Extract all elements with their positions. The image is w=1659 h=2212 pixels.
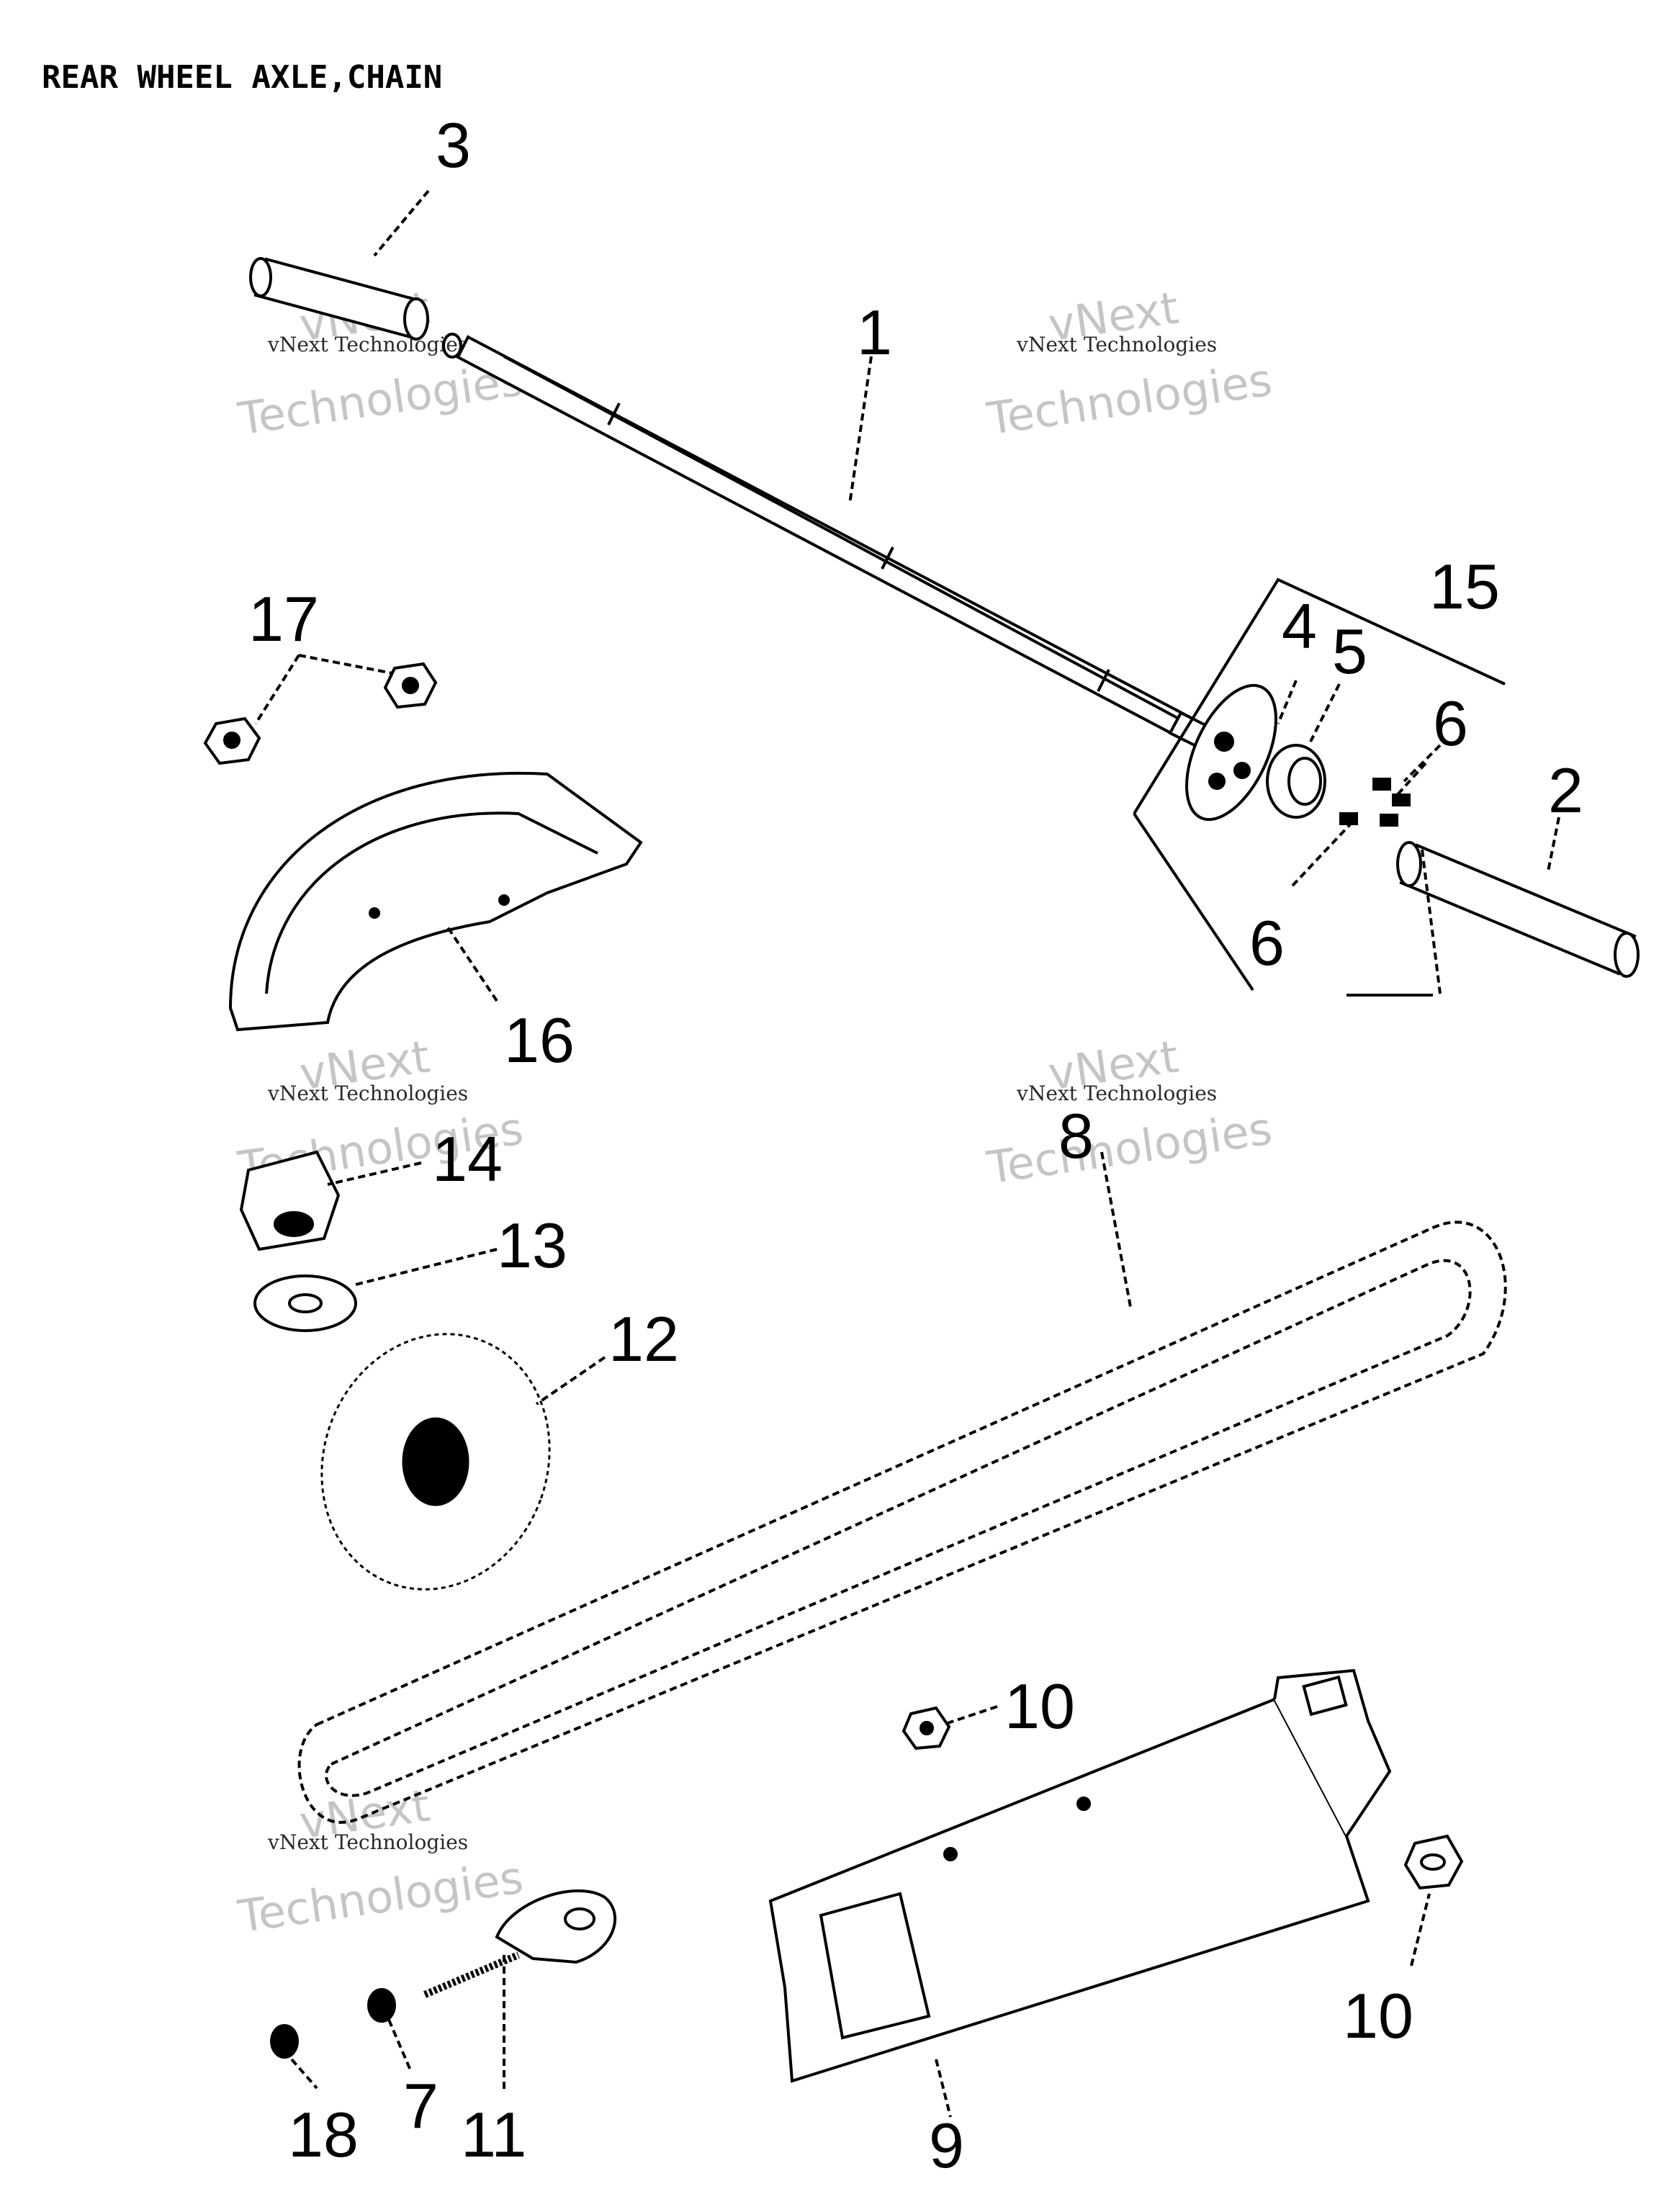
chain-adjuster: [270, 1889, 617, 2059]
rear-axle-shaft: [442, 333, 1212, 750]
svg-text:vNext Technologies: vNext Technologies: [1016, 1082, 1217, 1105]
hub-assembly: [1133, 577, 1506, 997]
axle-extension: [1396, 841, 1640, 978]
callout-2: 2: [1548, 755, 1583, 826]
callout-11: 11: [461, 2099, 526, 2170]
flange-nuts: [902, 1706, 1464, 1890]
nut-and-washer: [239, 1150, 357, 1332]
callout-14: 14: [432, 1123, 503, 1195]
callout-6: 6: [1433, 688, 1468, 759]
callout-5: 5: [1332, 616, 1367, 687]
chain-guard: [228, 771, 643, 1032]
svg-text:vNext Technologies: vNext Technologies: [267, 333, 468, 356]
key-pins: [1339, 778, 1411, 827]
callout-8: 8: [1058, 1100, 1094, 1172]
drive-chain: [297, 1220, 1507, 1824]
callout-13: 13: [497, 1210, 567, 1281]
hex-nut: [239, 1150, 341, 1251]
callout-7: 7: [403, 2070, 439, 2141]
diagram-title: REAR WHEEL AXLE,CHAIN: [42, 59, 442, 96]
callout-18: 18: [288, 2099, 359, 2170]
callout-labels: 1 2 3 4 5 6 6 7 8 9 10 10 11 12 13 14 15…: [248, 109, 1583, 2181]
nut-pair: [203, 662, 438, 765]
callout-17: 17: [248, 583, 319, 655]
svg-text:vNext Technologies: vNext Technologies: [1016, 333, 1217, 356]
callout-15: 15: [1429, 551, 1500, 622]
callout-6: 6: [1249, 907, 1285, 979]
callout-9: 9: [929, 2110, 964, 2181]
callout-16: 16: [504, 1004, 575, 1076]
svg-text:vNext Technologies: vNext Technologies: [267, 1082, 468, 1105]
callout-4: 4: [1282, 590, 1317, 662]
callout-1: 1: [857, 297, 892, 368]
callout-10: 10: [1004, 1671, 1075, 1742]
hub-flange: [1185, 683, 1277, 822]
lock-nut: [367, 1988, 396, 2023]
short-shaft: [249, 257, 429, 341]
svg-text:vNext Technologies: vNext Technologies: [267, 1830, 468, 1854]
leader-lines: [254, 189, 1560, 2118]
callout-10: 10: [1343, 1980, 1413, 2051]
end-nut: [270, 2024, 299, 2059]
sprocket: [320, 1333, 551, 1591]
chain-case: [768, 1668, 1392, 2083]
callout-12: 12: [608, 1303, 679, 1375]
callout-3: 3: [436, 109, 471, 181]
